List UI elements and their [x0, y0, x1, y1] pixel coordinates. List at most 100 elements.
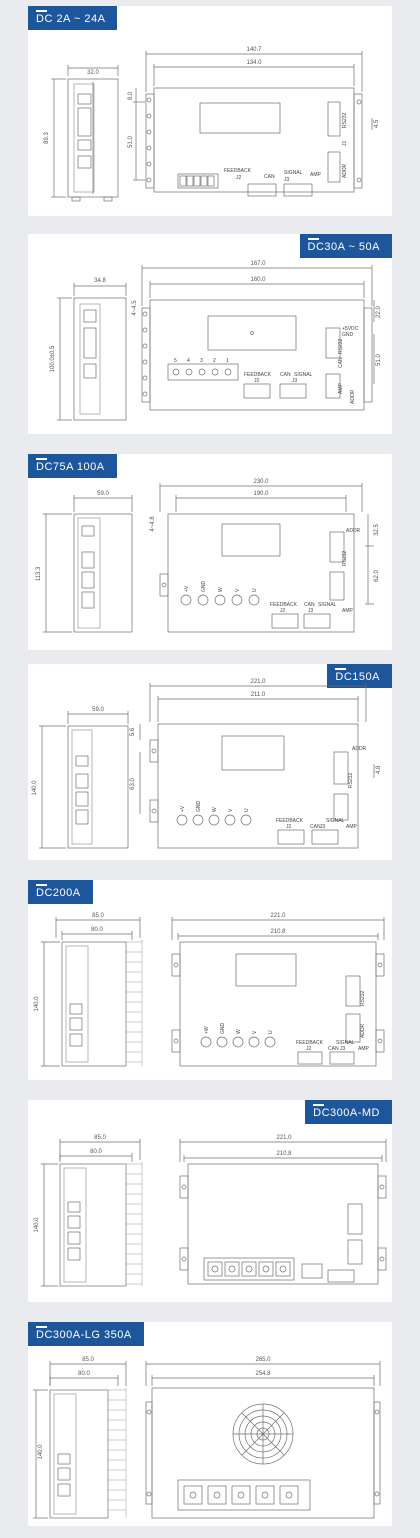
terminal-label: 4	[187, 358, 190, 364]
top-offset-label: 4~4.8	[150, 516, 156, 532]
connector-label: CAN	[264, 174, 275, 180]
right-top-label: 32.5	[374, 524, 380, 536]
terminal-label: W	[236, 1029, 242, 1034]
connector-label: SIGNAL	[294, 372, 313, 378]
terminal-label: V	[228, 808, 234, 812]
connector-label: CAN	[310, 824, 321, 830]
height-label: 140.0	[34, 1217, 40, 1233]
outer-width-label: 140.7	[246, 47, 262, 53]
top-offset-label: 5.6	[130, 727, 136, 736]
side-width-label: 34.8	[94, 278, 106, 284]
connector-label: AMP	[342, 608, 354, 614]
dimension-drawing: 34.8 100.0±0.5 167.0 160.0 4~4.5 22.0 51	[50, 261, 382, 421]
height-label: 140.0	[38, 1444, 44, 1460]
connector-label: AMP	[346, 824, 358, 830]
connector-label: RS232	[342, 112, 348, 128]
dimension-drawing: 32.0 89.3 140.7 134.0 8.0	[44, 47, 380, 202]
terminal-label: 3	[200, 358, 203, 364]
connector-label: SIGNAL	[284, 170, 303, 176]
terminal-label: W	[218, 587, 224, 592]
connector-label: FEEDBACK	[270, 602, 298, 608]
connector-label: J2	[286, 824, 292, 830]
connector-label: J2	[236, 175, 242, 181]
terminal-label: 5	[174, 358, 177, 364]
drawing-panel-dc200a: DC200A 85.0 80.0 140.0	[28, 880, 392, 1080]
connector-label: CAN	[304, 602, 315, 608]
terminal-label: U	[268, 1030, 274, 1034]
outer-width-label: 221.0	[250, 679, 266, 685]
top-view	[133, 51, 373, 197]
drawing-panel-dc150a: DC150A 59.0 140.0	[28, 664, 392, 860]
hole-span-label: 62.0	[374, 570, 380, 582]
dimension-drawing: 85.0 80.0 140.0 221.0 210.8	[34, 1135, 387, 1287]
terminal-label: 2	[213, 358, 216, 364]
inner-width-label: 190.0	[253, 491, 269, 497]
model-title: DC150A	[327, 664, 392, 688]
connector-label: FEEDBACK	[296, 1040, 324, 1046]
dimension-drawing: 59.0 113.3 230.0 190.0 4~4.8 32.5 62.0 +…	[36, 479, 380, 633]
connector-label: SIGNAL	[318, 602, 337, 608]
terminal-label: V	[235, 588, 241, 592]
side-inner-label: 80.0	[78, 1371, 90, 1377]
dimension-drawing: 85.0 80.0 140.0 221.0 210.8 +W GND W	[34, 913, 385, 1067]
right-top-label: 22.0	[376, 306, 382, 318]
connector-label: FEEDBACK	[224, 168, 252, 174]
connector-label: ADDR	[342, 163, 348, 178]
connector-label: RS232	[360, 990, 366, 1006]
top-view	[159, 483, 374, 633]
terminal-label: 1	[226, 358, 229, 364]
inner-width-label: 254.8	[255, 1371, 271, 1377]
model-title: DC75A 100A	[28, 454, 117, 478]
side-inner-label: 80.0	[91, 927, 103, 933]
right-offset-label: 4.5	[374, 119, 380, 128]
terminal-label: GND	[201, 581, 207, 593]
inner-width-label: 210.8	[270, 929, 286, 935]
terminal-label: GND	[220, 1023, 226, 1035]
terminal-label: U	[244, 808, 250, 812]
terminal-label: V	[252, 1030, 258, 1034]
side-view	[39, 711, 129, 849]
side-inner-label: 80.0	[90, 1149, 102, 1155]
outer-width-label: 230.0	[253, 479, 269, 485]
hole-span-label: 51.0	[128, 136, 134, 148]
height-label: 113.3	[36, 566, 42, 581]
model-title: DC 2A ~ 24A	[28, 6, 118, 30]
height-label: 140.0	[32, 780, 38, 796]
connector-label: ADDR	[350, 389, 356, 404]
model-title: DC300A-MD	[305, 1100, 392, 1124]
drawing-panel-dc300a-md: DC300A-MD 85.0 80.0 140.0	[28, 1100, 392, 1302]
top-view	[179, 1139, 387, 1285]
connector-label: J2	[280, 608, 286, 614]
top-view	[145, 1361, 381, 1519]
connector-label: J1	[342, 141, 348, 147]
connector-label: ADDR	[352, 746, 367, 752]
height-label: 89.3	[44, 132, 50, 144]
connector-label: J3	[308, 608, 314, 614]
model-title: DC200A	[28, 880, 93, 904]
connector-label: RS232	[342, 550, 348, 566]
connector-label: SIGNAL	[326, 818, 345, 824]
connector-label: J2	[306, 1046, 312, 1052]
connector-label: AMP	[338, 383, 344, 395]
hole-span-label: 63.0	[130, 778, 136, 790]
side-view	[43, 495, 133, 633]
top-view	[171, 917, 385, 1067]
side-width-label: 59.0	[97, 491, 109, 497]
connector-label: J3	[340, 1046, 346, 1052]
inner-width-label: 211.0	[251, 692, 266, 698]
inner-width-label: 134.0	[246, 60, 262, 66]
connector-label: J3	[292, 378, 298, 384]
drawing-panel-dc30a-50a: DC30A ~ 50A 34.8 100.0±0.5	[28, 234, 392, 434]
connector-label: +5VDC	[342, 326, 359, 332]
side-outer-label: 85.0	[82, 1357, 94, 1363]
hole-span-label: 51.0	[376, 354, 382, 366]
outer-width-label: 265.0	[255, 1357, 271, 1363]
drawing-panel-dc75a-100a: DC75A 100A 59.0 113.3	[28, 454, 392, 650]
side-width-label: 59.0	[92, 707, 104, 713]
side-view	[57, 283, 127, 421]
right-offset-label: 4.8	[376, 765, 382, 774]
side-outer-label: 85.0	[94, 1135, 106, 1141]
outer-width-label: 221.0	[276, 1135, 292, 1141]
connector-label: AMP	[310, 172, 322, 178]
inner-width-label: 160.0	[250, 277, 266, 283]
